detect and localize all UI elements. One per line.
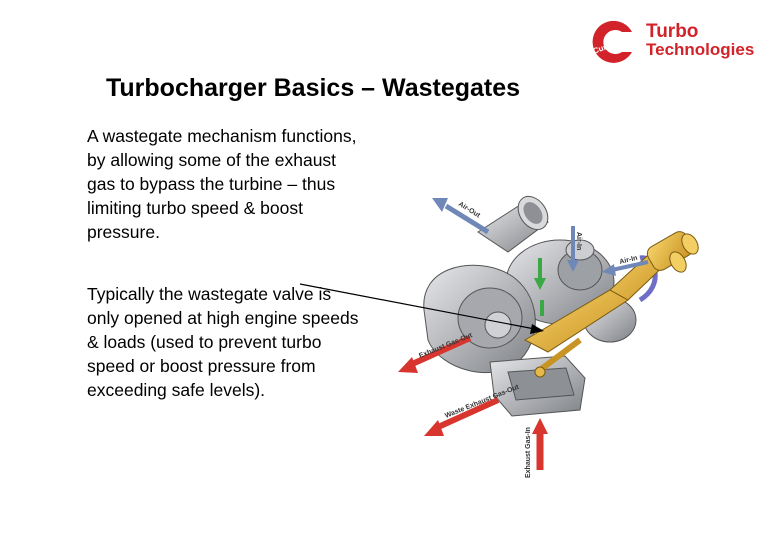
logo-line-turbo: Turbo <box>646 21 699 42</box>
logo-line-technologies: Technologies <box>646 40 755 59</box>
exhaust-gas-in-arrow: Exhaust Gas-In <box>525 418 548 478</box>
turbine-base-flange <box>489 355 586 417</box>
compressor-outlet-pipe <box>477 195 549 253</box>
air-in-right-arrow: Air-In <box>602 255 649 276</box>
pointer-arrow-head-icon <box>530 324 544 334</box>
cummins-logo: Cummins Turbo Technologies <box>584 18 774 68</box>
air-out-arrow: Air-Out <box>432 198 490 235</box>
air-in-top-arrow: Air-In <box>567 226 582 272</box>
label-air-in-top: Air-In <box>575 232 582 250</box>
compressor-housing <box>505 239 615 325</box>
label-air-in-right: Air-In <box>619 255 638 266</box>
wastegate-actuator <box>523 231 699 378</box>
wastegate-flow-arrow-head <box>534 278 546 290</box>
paragraph-wastegate-function: A wastegate mechanism functions, by allo… <box>87 126 357 242</box>
wastegate-pointer-line <box>299 283 541 331</box>
label-exhaust-gas-in: Exhaust Gas-In <box>525 427 532 478</box>
cummins-c-logo-icon: Cummins <box>592 20 632 63</box>
paragraph-wastegate-usage: Typically the wastegate valve is only op… <box>87 284 359 400</box>
slide-title: Turbocharger Basics – Wastegates <box>106 74 521 102</box>
